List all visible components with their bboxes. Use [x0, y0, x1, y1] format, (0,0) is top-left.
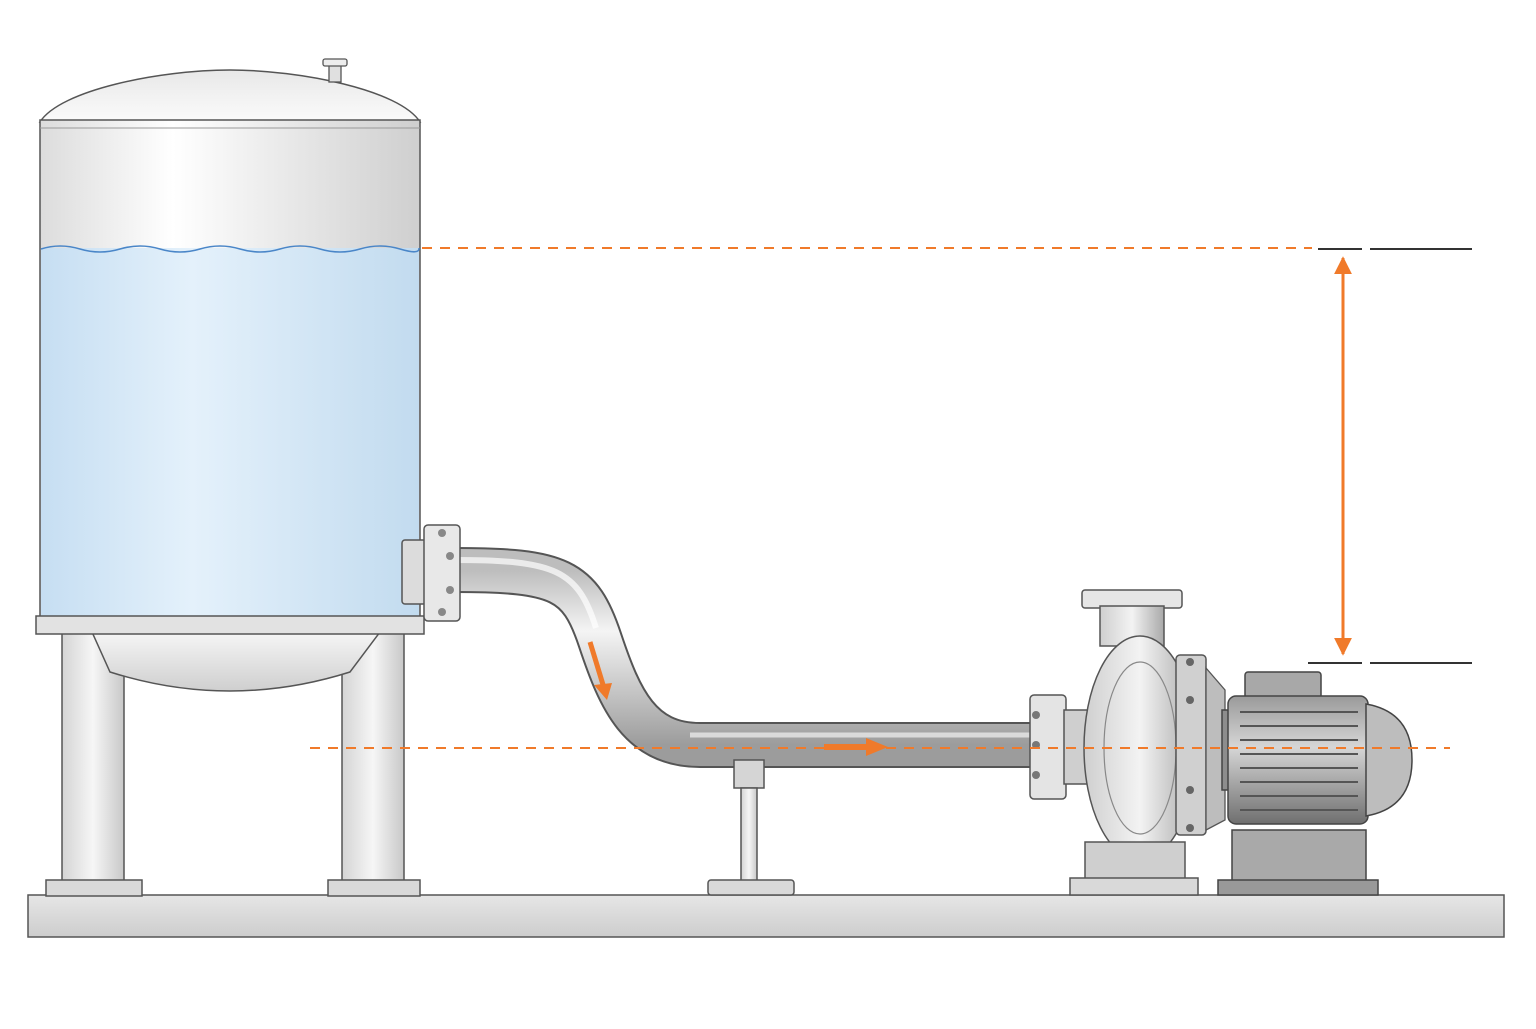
dimension-ticks	[1308, 248, 1472, 664]
tank-bottom-ring	[35, 615, 425, 635]
motor-body	[1227, 695, 1369, 825]
arrow-down	[587, 641, 612, 700]
motor-end-cap	[1365, 703, 1413, 817]
bolt	[1186, 786, 1194, 794]
bolt	[446, 552, 454, 560]
bolt	[1186, 824, 1194, 832]
pump-foot	[1069, 877, 1199, 896]
arrow-right	[824, 738, 888, 756]
tank-dome	[38, 69, 422, 123]
bolt	[1032, 771, 1040, 779]
tank-water	[41, 248, 419, 619]
motor-mount	[1231, 829, 1367, 883]
bolt	[1186, 696, 1194, 704]
bolt	[446, 586, 454, 594]
pipe-support	[707, 759, 795, 896]
bolt	[438, 608, 446, 616]
centrifugal-pump	[1069, 589, 1226, 896]
bolt	[1186, 658, 1194, 666]
suction-pipe	[454, 547, 1040, 768]
water-surface-line	[40, 245, 420, 253]
storage-tank	[35, 58, 425, 635]
bolt	[1032, 711, 1040, 719]
electric-motor	[1217, 671, 1413, 896]
tank-outlet-flange	[401, 524, 461, 622]
bolt	[438, 529, 446, 537]
tank-vent-nozzle	[328, 63, 342, 83]
tank-bottom-dish	[90, 631, 382, 692]
base-plate	[27, 894, 1505, 938]
